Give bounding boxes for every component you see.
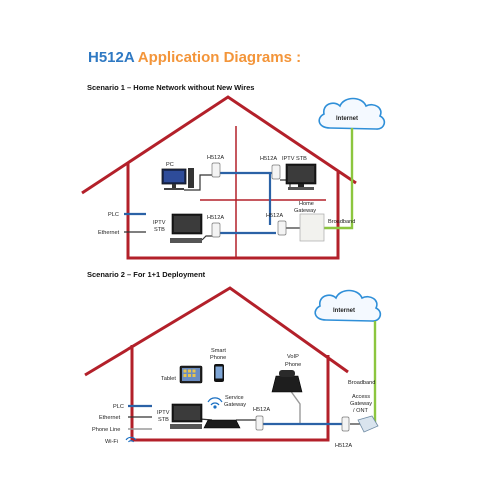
- page-title: H512A Application Diagrams :: [88, 49, 301, 66]
- h512a-label-4: H512A: [266, 213, 283, 219]
- iptv-label-2: IPTV: [157, 410, 170, 416]
- broadband-label-2: Broadband: [348, 380, 375, 386]
- wifi-icon: [125, 436, 137, 443]
- h512a-label-2: H512A: [260, 156, 277, 162]
- legend-plc-label-2: PLC: [113, 404, 124, 410]
- legend-plc-label-1: PLC: [108, 212, 119, 218]
- title-model: H512A: [88, 49, 135, 66]
- house2-outline: [84, 286, 349, 442]
- stb-label-2: STB: [158, 417, 169, 423]
- phone-line-2: [289, 389, 340, 425]
- voip-phone-label: Phone: [285, 362, 301, 368]
- scenario2-heading: Scenario 2 – For 1+1 Deployment: [87, 270, 206, 279]
- wifi-icon: [207, 397, 223, 409]
- h512a-label-mid: H512A: [253, 407, 270, 413]
- tablet-icon: Tablet: [161, 365, 203, 384]
- home-label: Home: [299, 201, 314, 207]
- router-icon: Service Gateway: [203, 395, 246, 429]
- h512a-label-bottom: H512A: [335, 443, 352, 449]
- plc-lines-1: [218, 171, 276, 235]
- internet-label-1: Internet: [336, 116, 358, 122]
- access-gateway-label: Gateway: [350, 401, 372, 407]
- h512a-label-3: H512A: [207, 215, 224, 221]
- cloud-icon: Internet: [318, 97, 386, 130]
- access-label: Access: [352, 394, 370, 400]
- plug-adapter-icon: H512A: [266, 213, 287, 236]
- tv-icon: IPTV STB: [282, 156, 317, 190]
- iptv-label-bottom: IPTV: [153, 220, 166, 226]
- legend-ethernet-label-2: Ethernet: [99, 415, 121, 421]
- stb-label-bottom: STB: [154, 227, 165, 233]
- tablet-label: Tablet: [161, 376, 176, 382]
- plug-adapter-icon: H512A: [335, 416, 352, 449]
- gateway-label: Gateway: [294, 208, 316, 214]
- voip-label: VoIP: [287, 354, 299, 360]
- broadband-line-2: [370, 321, 377, 426]
- pc-label: PC: [166, 162, 174, 168]
- legend-phone-line-label: Phone Line: [92, 427, 120, 433]
- plug-adapter-icon: H512A: [207, 215, 224, 238]
- plug-adapter-icon: H512A: [207, 155, 224, 178]
- phone-icon: VoIP Phone: [271, 354, 303, 393]
- ont-label: / ONT: [353, 408, 368, 414]
- legend-wifi-label: Wi-Fi: [105, 439, 118, 445]
- h512a-label-1: H512A: [207, 155, 224, 161]
- plug-adapter-icon: H512A: [260, 156, 281, 180]
- title-rest: Application Diagrams :: [134, 49, 302, 66]
- smart-label: Smart: [211, 348, 226, 354]
- service-gateway-label: Gateway: [224, 402, 246, 408]
- tv-icon: IPTV STB: [153, 213, 203, 243]
- pc-icon: PC: [161, 162, 194, 190]
- broadband-line-1: [324, 128, 354, 230]
- gateway-icon: Home Gateway: [294, 201, 325, 242]
- house1-outline: [81, 95, 357, 260]
- broadband-label-1: Broadband: [328, 219, 355, 225]
- legend-1: PLC Ethernet: [98, 212, 146, 236]
- iptv-stb-label-top: IPTV STB: [282, 156, 307, 162]
- phone-label-sp: Phone: [210, 355, 226, 361]
- internet-label-2: Internet: [333, 308, 355, 314]
- tv-icon: IPTV STB: [157, 403, 203, 429]
- smartphone-icon: Smart Phone: [210, 348, 226, 382]
- legend-2: PLC Ethernet Phone Line Wi-Fi: [92, 404, 152, 445]
- scenario1-diagram: Internet PC H512A: [81, 95, 386, 260]
- plug-adapter-icon: H512A: [253, 407, 270, 431]
- scenario1-heading: Scenario 1 – Home Network without New Wi…: [87, 83, 255, 92]
- legend-ethernet-label-1: Ethernet: [98, 230, 120, 236]
- ont-icon: Broadband Access Gateway / ONT: [348, 380, 379, 433]
- cloud-icon: Internet: [314, 289, 382, 322]
- service-label: Service: [225, 395, 244, 401]
- scenario2-diagram: Internet Tablet: [84, 286, 382, 449]
